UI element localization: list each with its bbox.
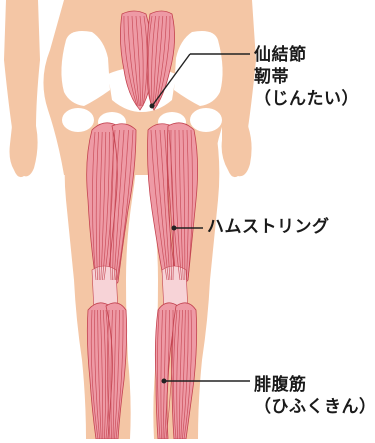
label-gastrocnemius-line2: （ひふくきん） [254, 396, 375, 418]
label-gastrocnemius-line1: 腓腹筋 [254, 374, 375, 396]
leader-dot-hamstrings [172, 226, 177, 231]
leader-dot-gastrocnemius [162, 379, 167, 384]
label-hamstrings: ハムストリング [207, 216, 330, 238]
label-sacrotuberous-line3: （じんたい） [254, 88, 359, 110]
label-sacrotuberous-line1: 仙結節 [254, 44, 359, 66]
leader-dot-sacrotuberous [150, 104, 155, 109]
label-sacrotuberous-line2: 靭帯 [254, 66, 359, 88]
label-hamstrings-line1: ハムストリング [207, 216, 330, 238]
label-sacrotuberous-ligament: 仙結節 靭帯 （じんたい） [254, 44, 359, 110]
label-gastrocnemius: 腓腹筋 （ひふくきん） [254, 374, 375, 418]
